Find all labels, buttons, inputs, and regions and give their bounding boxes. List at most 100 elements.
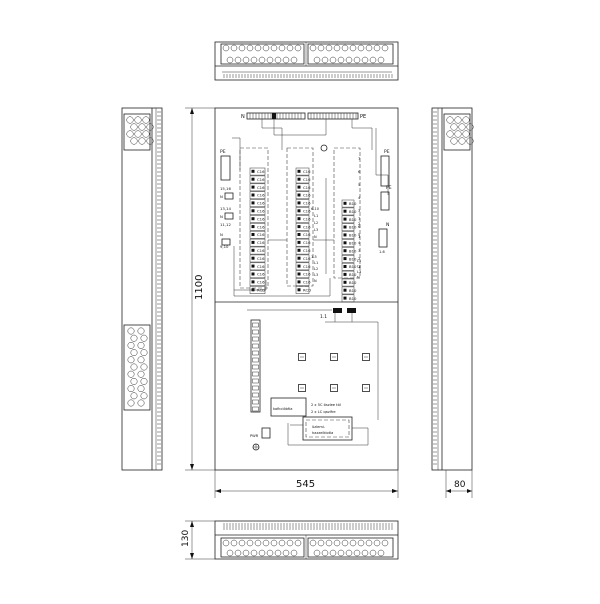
lower-terminal (252, 350, 259, 356)
knockout-hole (466, 137, 474, 145)
breaker-module (249, 270, 266, 279)
right-upper-knockouts (443, 113, 471, 151)
knockout-hole (317, 539, 325, 547)
knockout-hole (130, 363, 138, 371)
breaker-label: C16 (303, 201, 311, 206)
left-group-label: 9,10 (220, 244, 229, 249)
right-knockout-holes (446, 116, 474, 145)
breaker-label: C16 (257, 193, 265, 198)
top-vent-slots (223, 74, 393, 78)
middle-tag: N (314, 235, 317, 239)
pwr-label: PWR (250, 434, 259, 438)
breaker-label: C16 (303, 193, 311, 198)
knockout-hole (138, 123, 146, 131)
left-terminal-block (224, 192, 234, 200)
breaker-module (295, 175, 310, 184)
knockout-hole (458, 137, 466, 145)
knockout-hole (130, 392, 138, 400)
knockout-hole (333, 539, 341, 547)
left-terminal-block (224, 212, 234, 220)
left-knockout-holes (126, 116, 154, 407)
knockout-hole (234, 56, 242, 64)
knockout-hole (270, 44, 278, 52)
knockout-hole (130, 377, 138, 385)
circuit-number: 3 (358, 208, 361, 213)
breaker-module (295, 270, 310, 279)
right-tag: N (357, 276, 360, 280)
breaker-toggle (297, 248, 301, 252)
knockout-hole (226, 549, 234, 557)
breaker-label: C16 (303, 177, 311, 182)
breaker-label: B10 (349, 288, 357, 293)
knockout-hole (373, 44, 381, 52)
breaker-label: C16 (303, 272, 311, 277)
breaker-toggle (297, 233, 301, 236)
knockout-hole (250, 549, 258, 557)
breaker-module (295, 246, 310, 255)
breaker-label: C16 (303, 232, 311, 237)
breaker-column-2: C16C16C16C16C16C16C16C16C16C16C16C16C16C… (295, 167, 311, 294)
breaker-label: RCD (303, 288, 311, 293)
breaker-toggle (343, 257, 347, 261)
breaker-toggle (251, 185, 255, 189)
breaker-module (341, 215, 355, 224)
breaker-toggle (251, 233, 255, 236)
lower-terminal (252, 378, 259, 384)
knockout-hole (242, 549, 250, 557)
left-upper-knockouts (123, 113, 151, 151)
breaker-toggle (251, 209, 255, 213)
breaker-toggle (343, 249, 347, 253)
knockout-hole (262, 44, 270, 52)
breaker-toggle (297, 256, 301, 260)
breaker-module (295, 286, 310, 294)
knockout-hole (270, 539, 278, 547)
knockout-hole (353, 549, 361, 557)
circuit-number: 7 (358, 216, 361, 221)
knockout-hole (127, 356, 135, 364)
entry-gland-1 (333, 308, 342, 313)
circuit-number: 4 (358, 240, 361, 245)
service-panel-inner (305, 419, 350, 438)
breaker-toggle (297, 169, 301, 173)
knockout-hole (134, 130, 142, 138)
knockout-hole (381, 539, 389, 547)
knockout-hole (140, 334, 148, 342)
breaker-toggle (251, 201, 255, 205)
breaker-module (341, 262, 355, 271)
breaker-toggle (297, 264, 301, 268)
breaker-module (341, 239, 355, 247)
breaker-toggle (343, 272, 347, 276)
breaker-toggle (343, 225, 347, 229)
breaker-label: B10 (349, 296, 357, 301)
din-zone-2 (286, 147, 314, 287)
knockout-hole (450, 137, 458, 145)
breaker-toggle (297, 217, 301, 221)
bottom-vent-slots (223, 523, 393, 530)
knockout-hole (130, 137, 138, 145)
knockout-hole (127, 399, 135, 407)
lower-terminal (252, 406, 259, 412)
breaker-module (295, 183, 310, 192)
knockout-hole (230, 539, 238, 547)
knockout-hole (274, 56, 282, 64)
right-side-outline (431, 107, 473, 471)
right-side-view (431, 107, 474, 471)
breaker-toggle (251, 248, 255, 252)
knockout-hole (274, 549, 282, 557)
knockout-hole (266, 549, 274, 557)
knockout-hole (294, 539, 302, 547)
knockout-hole (369, 549, 377, 557)
breaker-module (295, 199, 310, 207)
bottom-knockout-strip-left (220, 537, 305, 558)
breaker-toggle (251, 240, 255, 244)
top-knockout-strip-left (220, 43, 305, 65)
breaker-label: C16 (303, 185, 311, 190)
knockout-hole (222, 539, 230, 547)
knockout-hole (254, 44, 262, 52)
knockout-hole (134, 116, 142, 124)
breaker-module (295, 238, 310, 247)
breaker-toggle (251, 264, 255, 268)
left-group-label: 11,12 (220, 222, 231, 227)
